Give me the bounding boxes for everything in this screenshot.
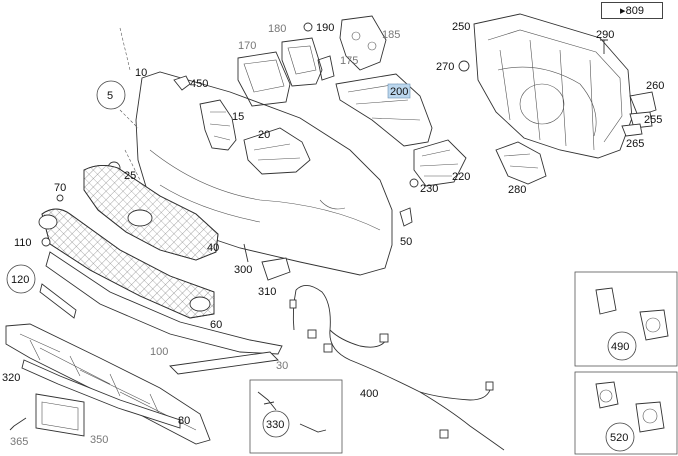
radar-sensor[interactable]	[281, 37, 323, 87]
bracket-255[interactable]	[629, 111, 653, 129]
label-365: 365	[10, 436, 28, 448]
clip-70[interactable]	[56, 194, 64, 202]
label-30: 30	[276, 360, 288, 372]
inset-490	[574, 271, 678, 367]
bracket-300[interactable]	[243, 243, 249, 263]
label-120: 120	[11, 274, 29, 286]
bar-80[interactable]	[21, 359, 181, 429]
control-unit-bracket[interactable]	[237, 51, 291, 107]
label-220: 220	[452, 171, 470, 183]
front-module-carrier[interactable]	[473, 13, 633, 159]
clip-450[interactable]	[173, 75, 191, 91]
label-10: 10	[135, 67, 147, 79]
label-250: 250	[452, 21, 470, 33]
radiator-grille[interactable]	[83, 165, 219, 261]
label-255: 255	[644, 114, 662, 126]
bracket-left[interactable]	[199, 99, 237, 151]
lower-grille[interactable]	[38, 208, 215, 319]
screw-50[interactable]	[399, 207, 413, 227]
page-reference[interactable]: ▸ 809	[601, 2, 663, 19]
sensor-holder-490[interactable]	[595, 287, 669, 341]
label-70: 70	[54, 182, 66, 194]
label-300: 300	[234, 264, 252, 276]
label-400: 400	[360, 388, 378, 400]
screw-365[interactable]	[9, 417, 27, 431]
callout-5[interactable]	[96, 80, 126, 110]
label-20: 20	[258, 129, 270, 141]
wiring-harness[interactable]	[289, 285, 505, 451]
sensor-holder-520[interactable]	[595, 381, 665, 433]
holder-220[interactable]	[413, 139, 467, 187]
label-80: 80	[178, 415, 190, 427]
energy-absorber[interactable]	[335, 73, 433, 147]
clip-110[interactable]	[41, 237, 51, 247]
spoiler-lip[interactable]	[45, 251, 283, 355]
label-5: 5	[107, 90, 113, 102]
inset-520	[574, 371, 678, 455]
bracket-right[interactable]	[243, 127, 311, 175]
label-270: 270	[436, 61, 454, 73]
arrow-right-icon: ▸	[620, 5, 626, 17]
label-310: 310	[258, 286, 276, 298]
label-180: 180	[268, 23, 286, 35]
license-plate-holder[interactable]	[35, 393, 85, 437]
label-290: 290	[596, 29, 614, 41]
label-200: 200	[390, 86, 408, 98]
label-170: 170	[238, 40, 256, 52]
screw-230[interactable]	[409, 178, 419, 188]
callout-490[interactable]	[607, 331, 637, 361]
screw-270[interactable]	[458, 60, 470, 72]
bracket-260[interactable]	[629, 91, 657, 117]
highlight-200	[387, 83, 411, 99]
clip-265[interactable]	[621, 123, 643, 137]
label-60: 60	[210, 319, 222, 331]
label-25: 25	[124, 170, 136, 182]
screw-290[interactable]	[600, 39, 608, 54]
clip-175[interactable]	[317, 55, 335, 81]
label-265: 265	[626, 138, 644, 150]
label-100: 100	[150, 346, 168, 358]
bracket-280[interactable]	[495, 141, 547, 185]
trim-30[interactable]	[169, 351, 279, 375]
trim-strip[interactable]	[39, 283, 77, 319]
label-520: 520	[610, 432, 628, 444]
label-280: 280	[508, 184, 526, 196]
label-320: 320	[2, 372, 20, 384]
cable-330b[interactable]	[299, 423, 327, 433]
label-185: 185	[382, 29, 400, 41]
label-15: 15	[232, 111, 244, 123]
callout-120[interactable]	[6, 264, 36, 294]
label-260: 260	[646, 80, 664, 92]
label-175: 175	[340, 55, 358, 67]
callout-520[interactable]	[605, 422, 635, 452]
page-reference-number: 809	[625, 4, 644, 17]
bracket-310[interactable]	[261, 257, 291, 281]
label-350: 350	[90, 434, 108, 446]
label-450: 450	[190, 78, 208, 90]
label-110: 110	[14, 237, 32, 249]
inset-330	[249, 379, 343, 454]
callout-330[interactable]	[262, 410, 290, 438]
label-330: 330	[266, 419, 284, 431]
label-50: 50	[400, 236, 412, 248]
mount-185[interactable]	[339, 15, 387, 71]
screw-190[interactable]	[303, 22, 313, 32]
label-40: 40	[207, 242, 219, 254]
label-490: 490	[611, 341, 629, 353]
cable-330a[interactable]	[257, 391, 277, 411]
label-190: 190	[316, 22, 334, 34]
label-230: 230	[420, 183, 438, 195]
